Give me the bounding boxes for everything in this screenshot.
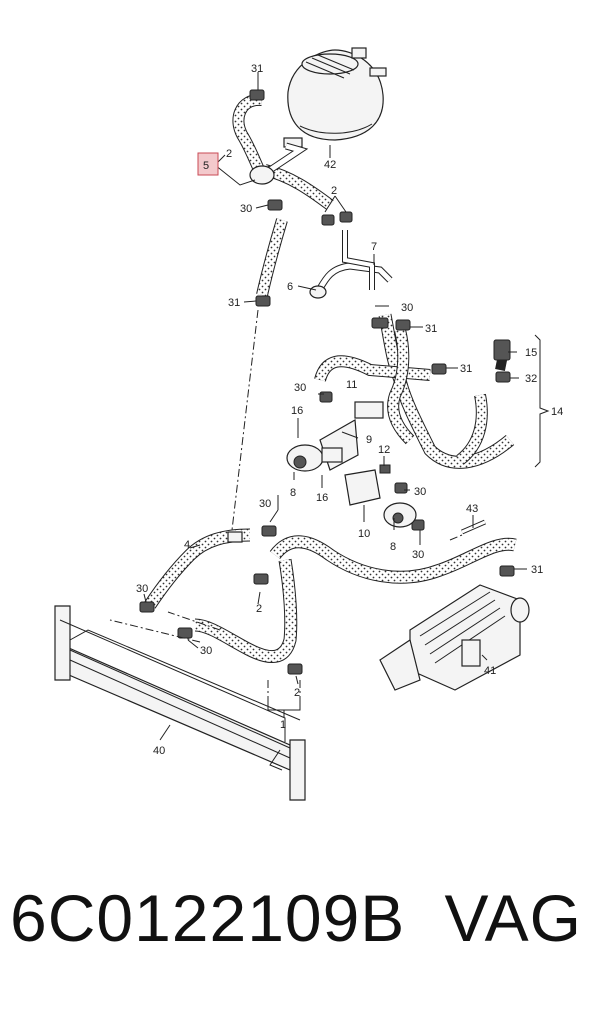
bleed-pipe (309, 230, 393, 299)
callout-7: 7 (371, 241, 377, 253)
selected-part-highlight (197, 152, 219, 176)
upper-hose-assembly (232, 89, 353, 307)
callout-30: 30 (200, 645, 212, 657)
callout-31: 31 (251, 63, 263, 75)
callout-2: 2 (226, 148, 232, 160)
callout-16: 16 (316, 492, 328, 504)
callout-42: 42 (324, 159, 336, 171)
callout-10: 10 (358, 528, 370, 540)
callout-40: 40 (153, 745, 165, 757)
callout-1: 1 (280, 719, 286, 731)
footer: 6C0122109B VAG (0, 880, 600, 990)
callout-32: 32 (525, 373, 537, 385)
callout-30: 30 (294, 382, 306, 394)
callout-30: 30 (414, 486, 426, 498)
callout-31: 31 (531, 564, 543, 576)
callout-2: 2 (294, 687, 300, 699)
lower-hoses (139, 525, 517, 675)
callout-5: 5 (203, 160, 209, 172)
callout-8: 8 (390, 541, 396, 553)
callout-6: 6 (287, 281, 293, 293)
callout-2: 2 (331, 185, 337, 197)
callout-31: 31 (460, 363, 472, 375)
callout-41: 41 (484, 665, 496, 677)
callout-30: 30 (412, 549, 424, 561)
callout-30: 30 (401, 302, 413, 314)
pump-hose-cluster (314, 313, 515, 531)
callout-30: 30 (259, 498, 271, 510)
callout-9: 9 (366, 434, 372, 446)
callout-31: 31 (228, 297, 240, 309)
callout-15: 15 (525, 347, 537, 359)
callout-12: 12 (378, 444, 390, 456)
brand-label: VAG (444, 881, 582, 955)
parts-diagram: 31 42 5 2 30 2 7 6 31 30 31 31 15 32 14 … (54, 47, 563, 801)
callout-30: 30 (136, 583, 148, 595)
callout-4: 4 (184, 539, 190, 551)
part-number: 6C0122109B (10, 881, 406, 955)
radiator (54, 605, 306, 801)
callout-labels: 31 42 5 2 30 2 7 6 31 30 31 31 15 32 14 … (136, 63, 563, 757)
coolant-pumps (286, 401, 417, 528)
charge-air-cooler (379, 584, 530, 691)
callout-14: 14 (551, 406, 563, 418)
callout-31: 31 (425, 323, 437, 335)
callout-16: 16 (291, 405, 303, 417)
callout-30: 30 (240, 203, 252, 215)
callout-11: 11 (346, 379, 357, 391)
callout-8: 8 (290, 487, 296, 499)
expansion-tank (283, 47, 387, 148)
leader-lines (109, 72, 550, 741)
callout-2: 2 (256, 603, 262, 615)
callout-43: 43 (466, 503, 478, 515)
